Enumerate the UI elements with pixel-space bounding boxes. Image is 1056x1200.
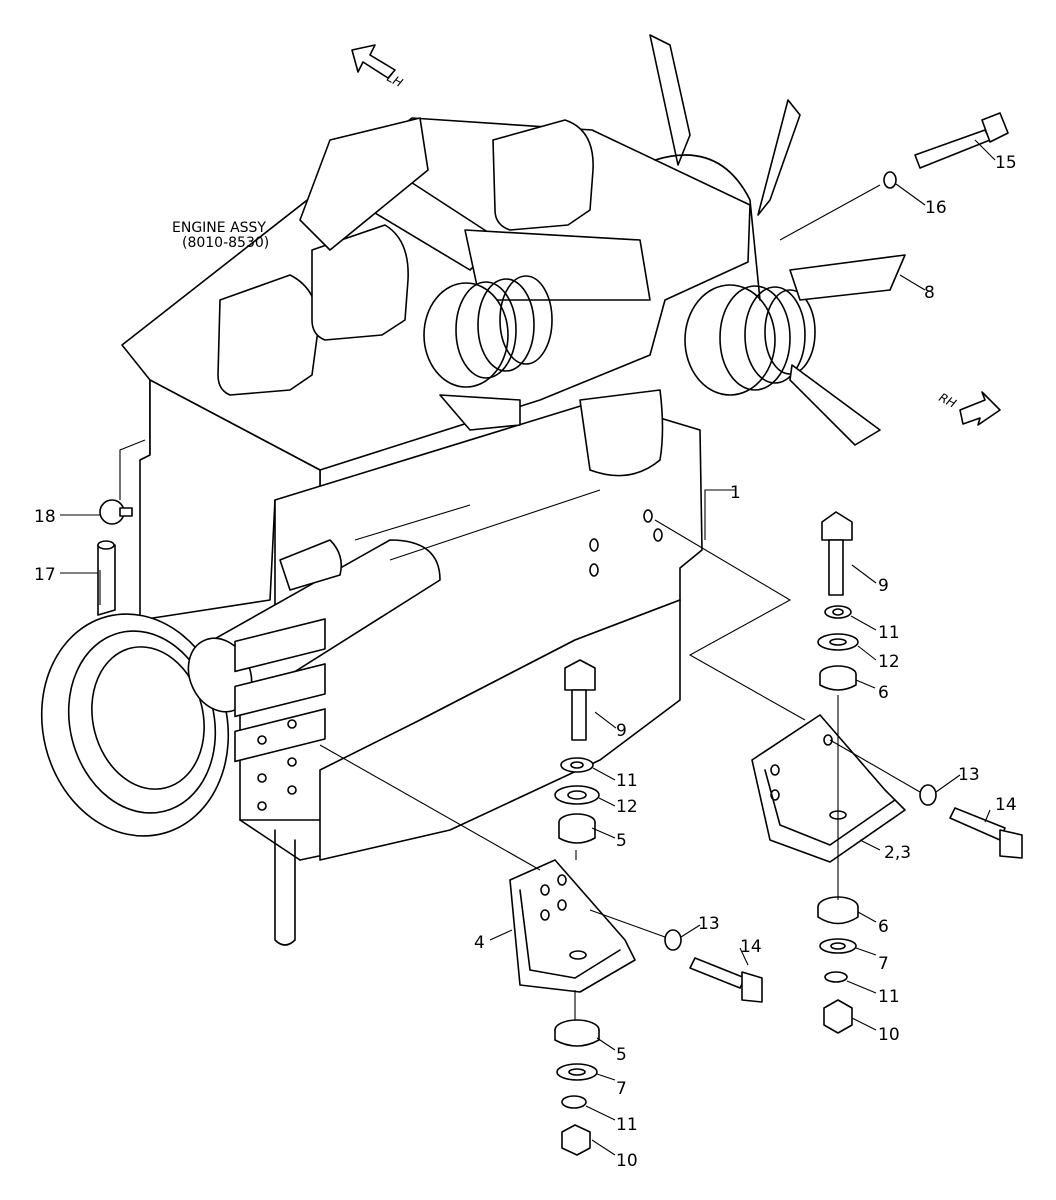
hose-17 [97, 540, 116, 616]
callout-5-lower: 5 [616, 1045, 627, 1065]
rh-label: RH [937, 390, 959, 411]
callout-14-right: 14 [995, 795, 1017, 815]
callout-2-3: 2,3 [884, 843, 911, 863]
bolt-15 [914, 112, 1009, 169]
callout-14-left: 14 [740, 937, 762, 957]
cooling-fan [649, 34, 906, 446]
callout-16: 16 [925, 198, 947, 218]
lh-direction-arrow [351, 44, 396, 79]
callout-13-left: 13 [698, 914, 720, 934]
callout-8: 8 [924, 283, 935, 303]
assembly-title: ENGINE ASSY [172, 220, 266, 236]
rocker-covers [217, 117, 816, 477]
callout-10-right: 10 [878, 1025, 900, 1045]
callout-9-left: 9 [616, 721, 627, 741]
callout-9-right: 9 [878, 576, 889, 596]
clamp-18 [99, 499, 133, 525]
callout-12-right: 12 [878, 652, 900, 672]
callout-1: 1 [730, 483, 741, 503]
callout-15: 15 [995, 153, 1017, 173]
left-mount-stack [509, 659, 763, 1156]
callout-5-upper: 5 [616, 831, 627, 851]
callout-11-left-upper: 11 [616, 771, 638, 791]
callout-6-upper: 6 [878, 683, 889, 703]
callout-4: 4 [474, 933, 485, 953]
callout-7-left: 7 [616, 1079, 627, 1099]
callout-11-right-upper: 11 [878, 623, 900, 643]
callout-7-right: 7 [878, 954, 889, 974]
callout-13-right: 13 [958, 765, 980, 785]
callout-12-left: 12 [616, 797, 638, 817]
callout-6-lower: 6 [878, 917, 889, 937]
callout-18: 18 [34, 507, 56, 527]
right-mount-stack [751, 511, 1023, 1034]
callout-11-right-lower: 11 [878, 987, 900, 1007]
rh-direction-arrow [959, 391, 1001, 426]
assembly-serial-range: (8010-8530) [182, 235, 269, 251]
callout-11-left-lower: 11 [616, 1115, 638, 1135]
lh-label: LH [385, 70, 405, 90]
callout-17: 17 [34, 565, 56, 585]
callout-10-left: 10 [616, 1151, 638, 1171]
leader-lines [60, 139, 996, 1156]
washer-16 [883, 171, 897, 189]
